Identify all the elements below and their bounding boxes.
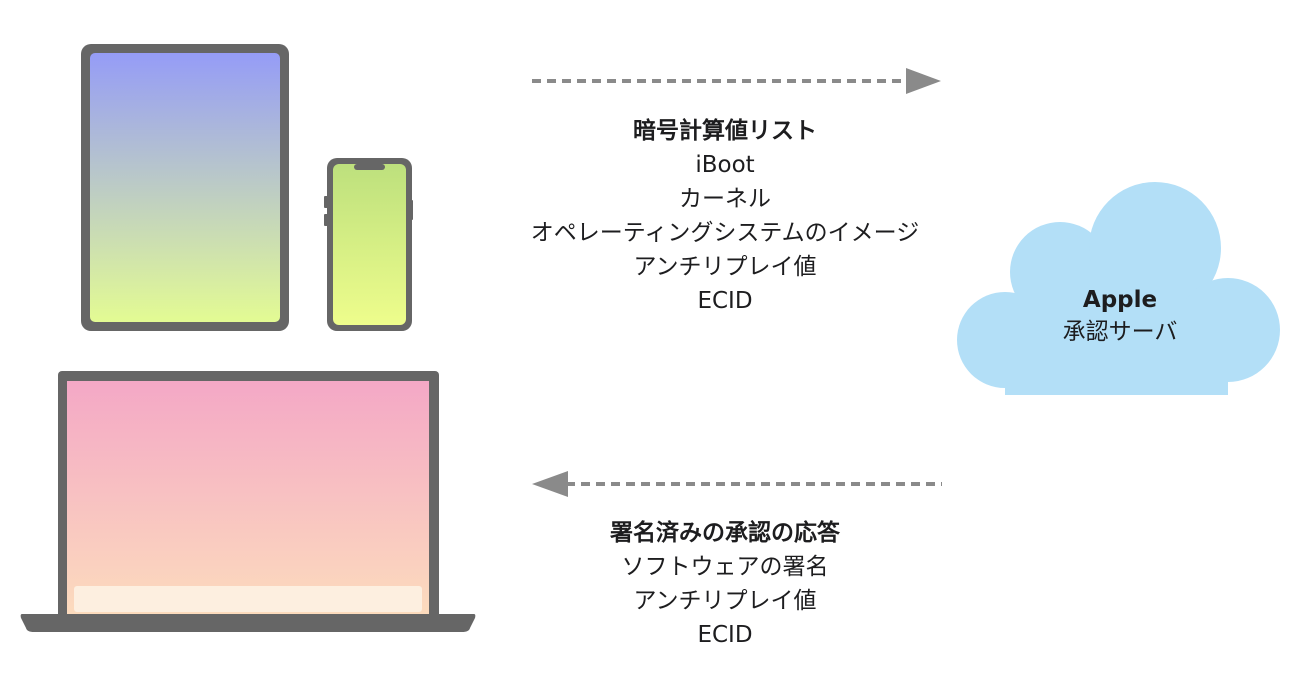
request-item-iboot: iBoot [695,152,755,178]
response-arrow [532,471,942,497]
request-item-os-image: オペレーティングシステムのイメージ [530,220,920,246]
request-content-list: 暗号計算値リスト iBoot カーネル オペレーティングシステムのイメージ アン… [480,114,970,318]
response-item-ecid: ECID [697,622,753,648]
request-item-kernel: カーネル [679,186,771,212]
request-arrow [532,68,941,94]
response-heading: 署名済みの承認の応答 [610,520,840,546]
request-item-ecid: ECID [697,288,753,314]
ipad-device [81,44,289,331]
iphone-device [324,158,413,331]
response-item-anti-replay: アンチリプレイ値 [633,588,817,614]
server-label: Apple 承認サーバ [990,284,1250,348]
request-item-anti-replay: アンチリプレイ値 [633,254,817,280]
response-item-signature: ソフトウェアの署名 [621,554,829,580]
macbook-device [20,371,476,632]
request-heading: 暗号計算値リスト [633,118,817,144]
response-content-list: 署名済みの承認の応答 ソフトウェアの署名 アンチリプレイ値 ECID [480,516,970,652]
cloud-icon [957,182,1280,395]
server-role: 承認サーバ [1062,319,1178,345]
server-name: Apple [1082,287,1158,313]
